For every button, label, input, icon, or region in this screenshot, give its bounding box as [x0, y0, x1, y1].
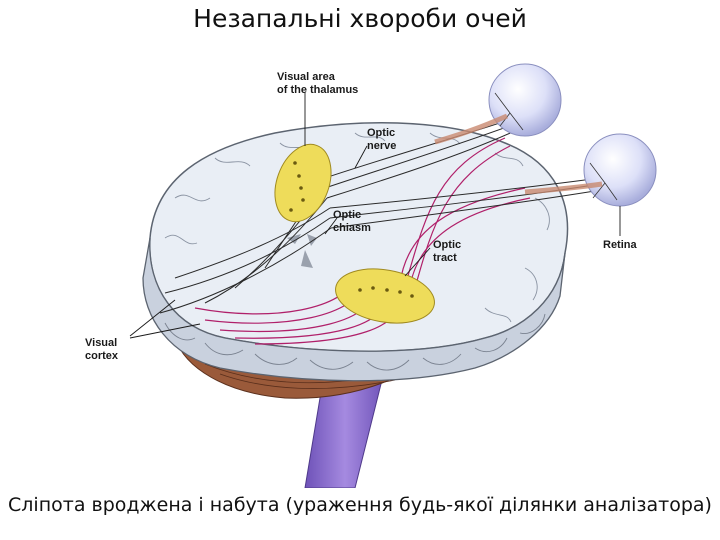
- visual-pathway-diagram: Visual area of the thalamus Optic nerve …: [55, 38, 675, 488]
- brain-section: [149, 122, 569, 352]
- slide-caption: Сліпота вроджена і набута (ураження будь…: [8, 494, 712, 516]
- label-retina: Retina: [603, 239, 638, 251]
- label-optic-tract-line2: tract: [433, 252, 457, 264]
- label-optic-chiasm-line2: chiasm: [333, 222, 371, 234]
- visual-area-thalamus: [274, 143, 332, 223]
- label-visual-area-line2: of the thalamus: [277, 84, 358, 96]
- surface-gyri: [164, 132, 550, 323]
- label-optic-nerve-line2: nerve: [367, 140, 396, 152]
- ventricles: [287, 234, 317, 268]
- label-visual-cortex-line1: Visual: [85, 337, 117, 349]
- brain-rim: [142, 237, 566, 382]
- label-optic-tract-line1: Optic: [433, 239, 461, 251]
- label-optic-nerve-line1: Optic: [367, 127, 395, 139]
- label-visual-cortex-line2: cortex: [85, 350, 119, 362]
- slide-title: Незапальні хвороби очей: [193, 4, 527, 33]
- leader-lines: [129, 93, 621, 339]
- label-visual-area-line1: Visual area: [277, 71, 336, 83]
- optic-nerve-sheath: [434, 113, 603, 195]
- rim-gyri: [164, 313, 546, 371]
- lateral-geniculate-nucleus: [335, 268, 435, 324]
- thalamus-dots: [289, 161, 414, 298]
- retina-vessels: [494, 92, 618, 201]
- label-optic-chiasm-line1: Optic: [333, 209, 361, 221]
- diagram-canvas: Visual area of the thalamus Optic nerve …: [85, 63, 657, 488]
